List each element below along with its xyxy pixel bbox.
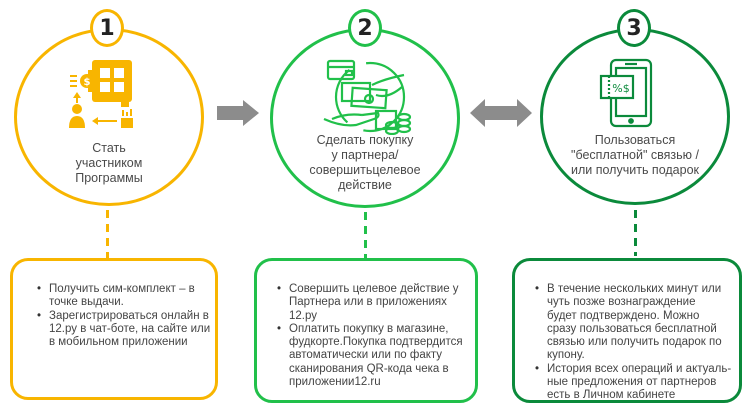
step-2-details-box: Совершить целевое действие у Партнера ил… bbox=[254, 258, 478, 403]
step-3-title: Пользоваться "бесплатной" связью / или п… bbox=[555, 133, 715, 178]
step-2-bullets: Совершить целевое действие у Партнера ил… bbox=[267, 283, 467, 389]
step-2-badge: 2 bbox=[348, 9, 382, 47]
step-3-number: 3 bbox=[626, 15, 642, 41]
step-1-bullets: Получить сим-комплект – в точке выдачи. … bbox=[27, 283, 210, 349]
step-3-details-box: В течение нескольких минут или чуть позж… bbox=[512, 258, 742, 403]
bullet-item: Совершить целевое действие у Партнера ил… bbox=[277, 283, 469, 323]
bullet-item: В течение нескольких минут или чуть позж… bbox=[535, 283, 725, 363]
step-2-title-line: Сделать покупку bbox=[316, 133, 414, 147]
step-3-connector-dash bbox=[634, 210, 637, 256]
step-2-circle bbox=[270, 28, 460, 208]
step-2-connector-dash bbox=[364, 212, 367, 258]
step-2-title: Сделать покупку у партнера/ совершитьцел… bbox=[290, 133, 440, 193]
svg-text:$: $ bbox=[84, 77, 91, 88]
step-2-number: 2 bbox=[357, 15, 373, 41]
step-1-title-line: Стать bbox=[92, 141, 126, 155]
step-2-title-line: совершитьцелевое bbox=[309, 163, 421, 177]
step-3-badge: 3 bbox=[617, 9, 651, 47]
svg-text:%$: %$ bbox=[612, 82, 629, 95]
step-3-title-line: Пользоваться bbox=[594, 133, 676, 147]
bullet-item: История всех операций и актуаль-ные пред… bbox=[535, 363, 737, 403]
step-1-connector-dash bbox=[106, 210, 109, 258]
step-3-bullets: В течение нескольких минут или чуть позж… bbox=[525, 283, 731, 403]
mobile-reward-icon: %$ bbox=[599, 58, 653, 128]
sim-registration-icon: $ bbox=[69, 60, 133, 128]
double-arrow-icon bbox=[470, 99, 532, 127]
purchase-payment-icon bbox=[323, 59, 412, 135]
step-2-title-line: у партнера/ bbox=[331, 148, 399, 162]
step-1-title: Стать участником Программы bbox=[34, 141, 184, 186]
step-1-title-line: Программы bbox=[75, 171, 143, 185]
step-2-title-line: действие bbox=[338, 178, 392, 192]
right-arrow-icon bbox=[217, 100, 259, 126]
bullet-item: Зарегистрироваться онлайн в 12.ру в чат-… bbox=[37, 310, 219, 350]
step-3-title-line: "бесплатной" связью / bbox=[571, 148, 699, 162]
step-1-details-box: Получить сим-комплект – в точке выдачи. … bbox=[10, 258, 218, 400]
step-1-title-line: участником bbox=[75, 156, 143, 170]
step-3-title-line: или получить подарок bbox=[571, 163, 699, 177]
step-1-badge: 1 bbox=[90, 9, 124, 47]
bullet-item: Оплатить покупку в магазине, фудкорте.По… bbox=[277, 323, 471, 389]
step-1-number: 1 bbox=[99, 15, 115, 41]
bullet-item: Получить сим-комплект – в точке выдачи. bbox=[37, 283, 199, 310]
